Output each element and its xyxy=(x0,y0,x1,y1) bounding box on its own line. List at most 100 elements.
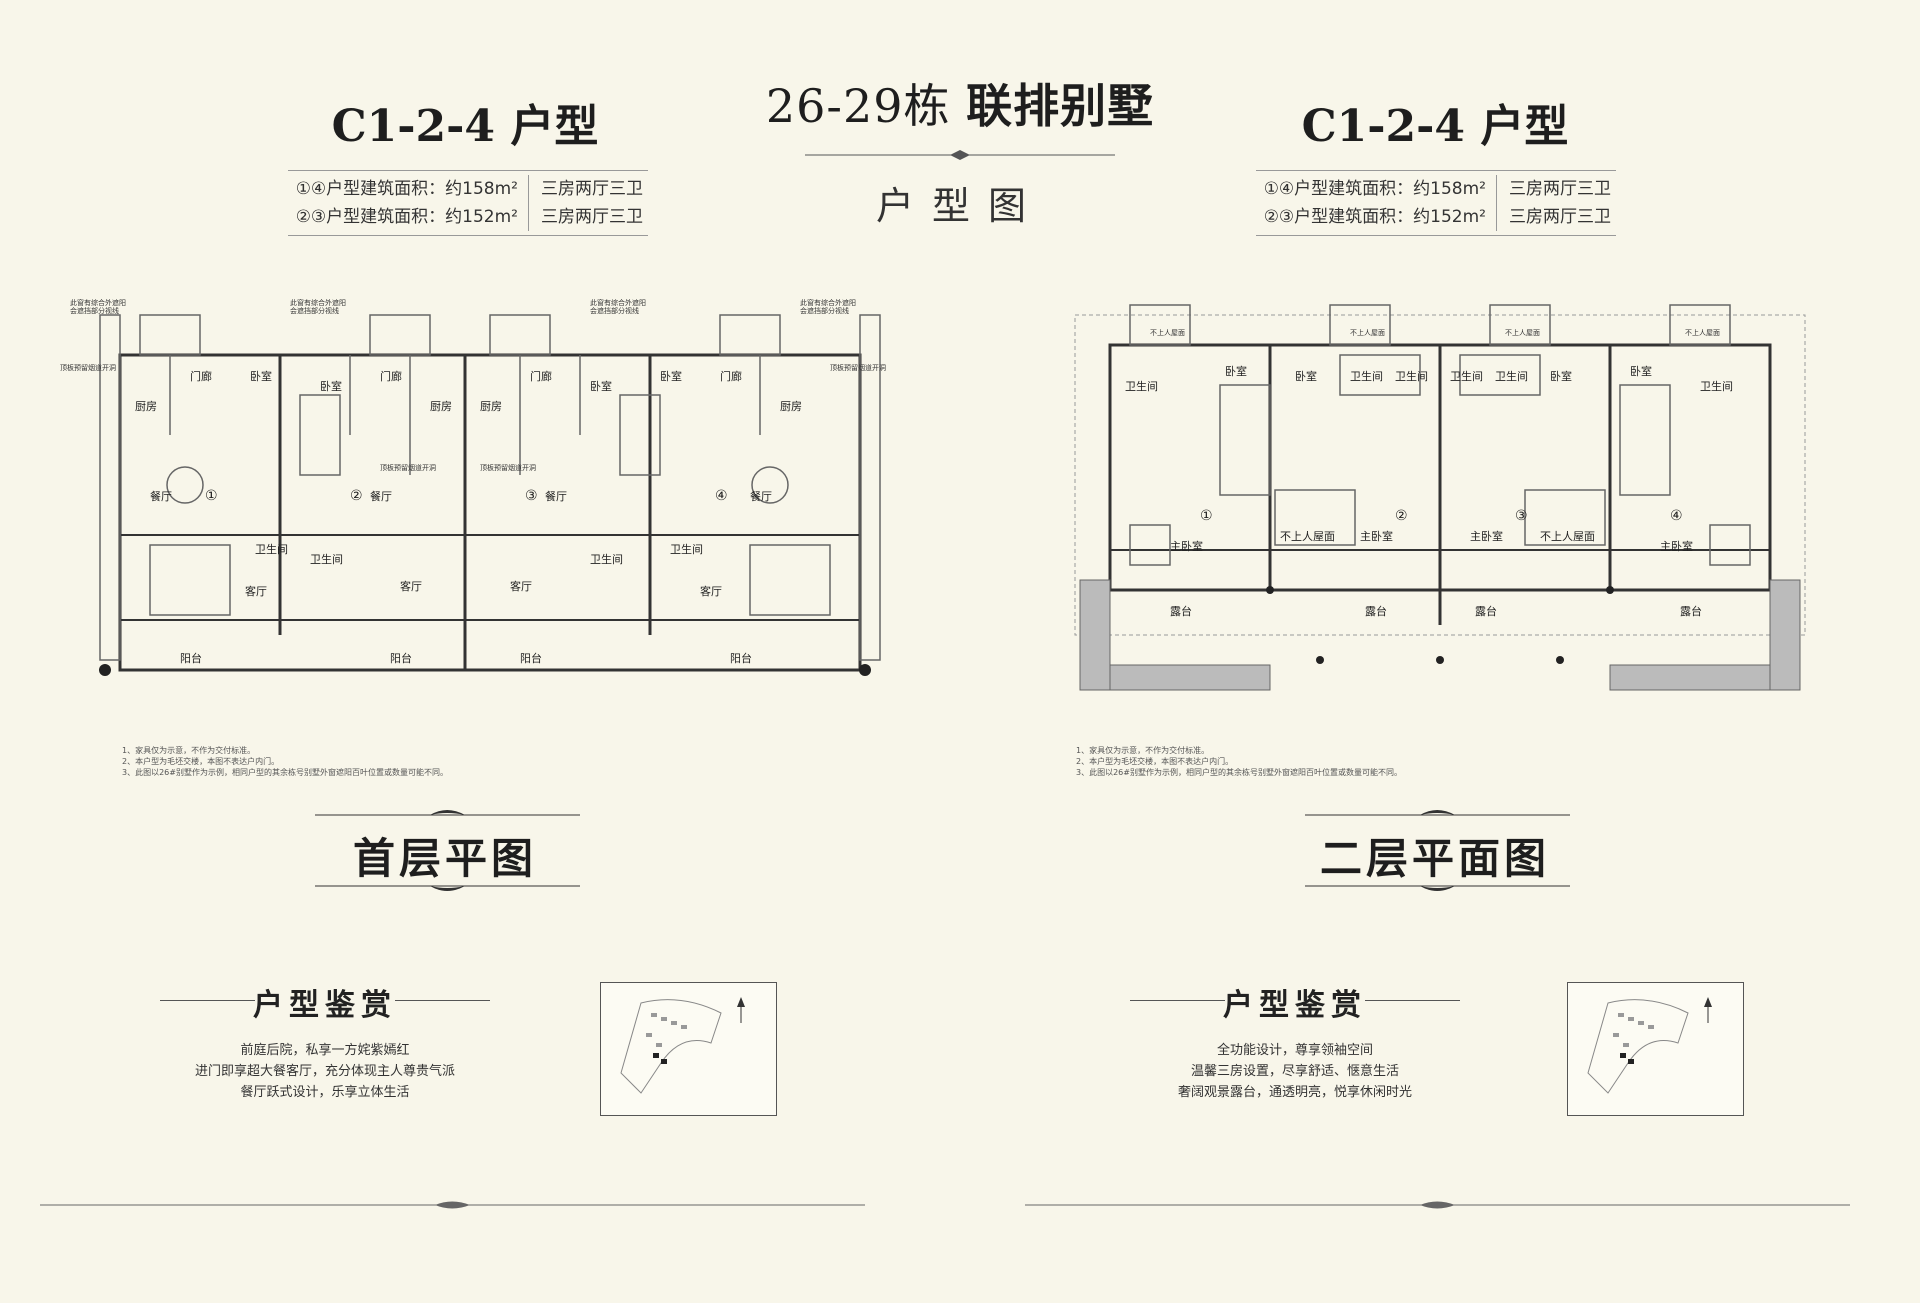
room-dining: 餐厅 xyxy=(370,489,392,503)
unit-number-4: ④ xyxy=(1670,508,1683,524)
bottom-rule-left xyxy=(40,1201,865,1209)
left-area-row: ②③户型建筑面积：约152m² 三房两厅三卫 xyxy=(288,203,648,231)
ornament-bottom-left xyxy=(315,885,580,891)
room-corridor: 门廊 xyxy=(380,369,402,383)
note-line: 2、本户型为毛坯交楼，本图不表达户内门。 xyxy=(122,757,280,766)
no-access-roof: 不上人屋面 xyxy=(1150,328,1185,337)
right-area-row: ①④户型建筑面积：约158m² 三房两厅三卫 xyxy=(1256,175,1616,203)
shade-note: 此窗有综合外遮阳 xyxy=(590,298,646,307)
room-balcony: 阳台 xyxy=(390,651,412,665)
ornament-top-right xyxy=(1305,810,1570,816)
room-bath: 卫生间 xyxy=(590,552,623,566)
room-bedroom: 卧室 xyxy=(660,369,682,383)
left-site-map xyxy=(600,982,777,1116)
room-kitchen: 厨房 xyxy=(780,400,802,413)
flue-note: 顶板预留烟道开洞 xyxy=(380,463,436,472)
right-appreciation-text: 全功能设计，尊享领袖空间 温馨三房设置，尽享舒适、惬意生活 奢阔观景露台，通透明… xyxy=(1125,1040,1465,1103)
room-living: 客厅 xyxy=(400,579,422,593)
room-bath: 卫生间 xyxy=(1450,369,1483,383)
room-corridor: 门廊 xyxy=(190,369,212,383)
room-bath-vertical: 卫生间 xyxy=(1700,379,1733,393)
left-area-desc-2: 三房两厅三卫 xyxy=(541,207,643,227)
note-line: 3、此图以26#别墅作为示例，相同户型的其余栋号别墅外窗遮阳百叶位置或数量可能不… xyxy=(122,768,448,777)
right-area-table: ①④户型建筑面积：约158m² 三房两厅三卫 ②③户型建筑面积：约152m² 三… xyxy=(1256,170,1616,236)
main-title: 26-29栋 联排别墅 xyxy=(760,70,1160,136)
shade-note: 此窗有综合外遮阳 xyxy=(290,298,346,307)
right-appreciation-title: 户型鉴赏 xyxy=(1223,988,1367,1023)
room-bedroom: 卧室 xyxy=(250,369,272,383)
left-floor-title: 首层平图 xyxy=(352,834,537,883)
left-area-label-2: ②③户型建筑面积：约152m² xyxy=(288,203,529,231)
room-kitchen: 厨房 xyxy=(135,400,157,413)
room-bedroom: 卧室 xyxy=(1630,364,1652,378)
room-bath: 卫生间 xyxy=(1350,369,1383,383)
note-line: 1、家具仅为示意，不作为交付标准。 xyxy=(1076,746,1210,755)
room-terrace: 露台 xyxy=(1680,604,1702,618)
room-bath: 卫生间 xyxy=(255,542,288,556)
appr-line: 餐厅跃式设计，乐享立体生活 xyxy=(240,1085,410,1100)
room-master: 主卧室 xyxy=(1660,539,1693,553)
flue-note: 顶板预留烟道开洞 xyxy=(60,363,116,372)
shade-note: 此窗有综合外遮阳 xyxy=(70,298,126,307)
shade-note: 此窗有综合外遮阳 xyxy=(800,298,856,307)
appr-line: 全功能设计，尊享领袖空间 xyxy=(1216,1043,1373,1058)
flue-note: 顶板预留烟道开洞 xyxy=(480,463,536,472)
room-bedroom: 卧室 xyxy=(320,379,342,393)
right-notes: 1、家具仅为示意，不作为交付标准。 2、本户型为毛坯交楼，本图不表达户内门。 3… xyxy=(1076,745,1536,778)
room-kitchen: 厨房 xyxy=(480,400,502,413)
room-balcony: 阳台 xyxy=(730,651,752,665)
unit-number-3: ③ xyxy=(1515,508,1528,524)
ground-floor-plan: 此窗有综合外遮阳 会遮挡部分视线 此窗有综合外遮阳 会遮挡部分视线 此窗有综合外… xyxy=(60,298,886,676)
room-balcony: 阳台 xyxy=(180,651,202,665)
appr-rule xyxy=(160,1000,255,1001)
no-access-roof-room: 不上人屋面 xyxy=(1280,530,1335,543)
room-bath: 卫生间 xyxy=(670,542,703,556)
appr-line: 前庭后院，私享一方姹紫嫣红 xyxy=(240,1043,410,1058)
left-area-table: ①④户型建筑面积：约158m² 三房两厅三卫 ②③户型建筑面积：约152m² 三… xyxy=(288,170,648,236)
main-title-bold: 联排别墅 xyxy=(966,79,1155,133)
no-access-roof: 不上人屋面 xyxy=(1350,328,1385,337)
room-bedroom: 卧室 xyxy=(1225,364,1247,378)
left-area-desc-1: 三房两厅三卫 xyxy=(541,179,643,199)
ornament-bottom-right xyxy=(1305,885,1570,891)
flue-note: 顶板预留烟道开洞 xyxy=(830,363,886,372)
note-line: 2、本户型为毛坯交楼，本图不表达户内门。 xyxy=(1076,757,1234,766)
unit-number-2: ② xyxy=(350,488,363,504)
appr-rule xyxy=(395,1000,490,1001)
right-area-label-1: ①④户型建筑面积：约158m² xyxy=(1256,175,1497,203)
shade-note: 会遮挡部分视线 xyxy=(70,306,119,315)
room-bath: 卫生间 xyxy=(1495,369,1528,383)
no-access-roof: 不上人屋面 xyxy=(1685,328,1720,337)
right-unit-title: C1-2-4 户型 xyxy=(1301,101,1569,152)
left-unit-title: C1-2-4 户型 xyxy=(331,101,599,152)
room-dining: 餐厅 xyxy=(750,489,772,503)
right-site-map xyxy=(1567,982,1744,1116)
no-access-roof: 不上人屋面 xyxy=(1505,328,1540,337)
appr-line: 温馨三房设置，尽享舒适、惬意生活 xyxy=(1190,1064,1399,1079)
right-area-desc-1: 三房两厅三卫 xyxy=(1509,179,1611,199)
room-dining: 餐厅 xyxy=(545,489,567,503)
right-area-label-2: ②③户型建筑面积：约152m² xyxy=(1256,203,1497,231)
room-bath: 卫生间 xyxy=(1395,369,1428,383)
unit-number-1: ① xyxy=(1200,508,1213,524)
shade-note: 会遮挡部分视线 xyxy=(800,306,849,315)
room-terrace: 露台 xyxy=(1170,604,1192,618)
no-access-roof-room: 不上人屋面 xyxy=(1540,530,1595,543)
main-title-number: 26-29栋 xyxy=(765,79,951,133)
left-notes: 1、家具仅为示意，不作为交付标准。 2、本户型为毛坯交楼，本图不表达户内门。 3… xyxy=(122,745,582,778)
left-appreciation-text: 前庭后院，私享一方姹紫嫣红 进门即享超大餐客厅，充分体现主人尊贵气派 餐厅跃式设… xyxy=(155,1040,495,1103)
room-living: 客厅 xyxy=(245,584,267,598)
room-corridor: 门廊 xyxy=(720,369,742,383)
unit-number-3: ③ xyxy=(525,488,538,504)
ornament-top-left xyxy=(315,810,580,816)
room-bath: 卫生间 xyxy=(310,552,343,566)
room-balcony: 阳台 xyxy=(520,651,542,665)
right-floor-title: 二层平面图 xyxy=(1319,834,1550,883)
appr-line: 进门即享超大餐客厅，充分体现主人尊贵气派 xyxy=(194,1064,455,1079)
title-divider xyxy=(805,150,1115,160)
appr-rule xyxy=(1130,1000,1225,1001)
left-area-label-1: ①④户型建筑面积：约158m² xyxy=(288,175,529,203)
room-living: 客厅 xyxy=(510,579,532,593)
room-master: 主卧室 xyxy=(1360,529,1393,543)
right-area-desc-2: 三房两厅三卫 xyxy=(1509,207,1611,227)
